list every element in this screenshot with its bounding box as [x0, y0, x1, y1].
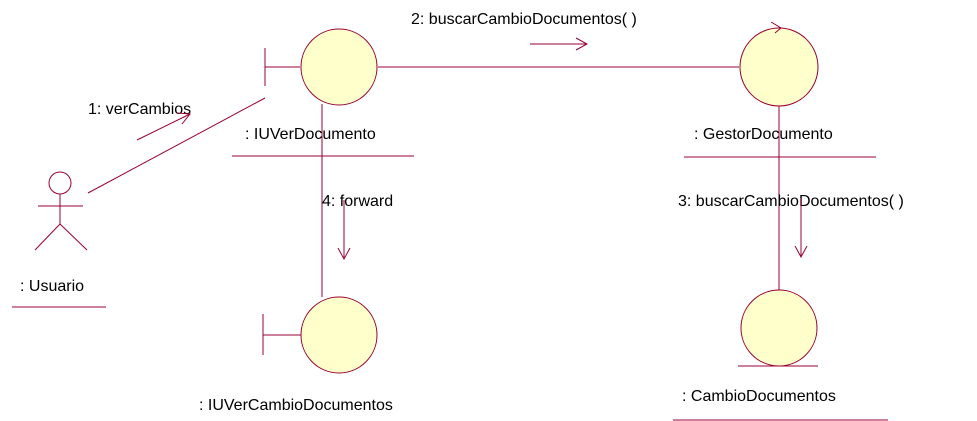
- message-arrowhead-1: [176, 112, 191, 125]
- actor-left-leg: [34, 223, 61, 251]
- control-gestordocumento[interactable]: : GestorDocumento: [684, 21, 876, 158]
- object-label-gestordocumento: : GestorDocumento: [694, 126, 833, 143]
- object-label-usuario: : Usuario: [20, 278, 84, 295]
- message-label-2: 2: buscarCambioDocumentos( ): [411, 11, 637, 28]
- object-label-iuverdocumento: : IUVerDocumento: [245, 126, 376, 143]
- message-label-4: 4: forward: [322, 193, 393, 210]
- message-arrowhead-4: [337, 247, 351, 261]
- object-label-cambiodocumentos: : CambioDocumentos: [682, 388, 836, 405]
- boundary-iuverdocumento[interactable]: : IUVerDocumento: [232, 28, 414, 157]
- control-arrowhead: [770, 21, 782, 34]
- message-arrowhead-3: [794, 245, 808, 259]
- actor-usuario[interactable]: : Usuario: [12, 171, 106, 308]
- boundary-iuvercambiodocumentos[interactable]: : IUVerCambioDocumentos: [199, 296, 393, 414]
- message-label-1: 1: verCambios: [88, 101, 191, 118]
- message-arrowhead-2: [575, 37, 589, 51]
- message-4[interactable]: 4: forward: [322, 193, 393, 261]
- message-3[interactable]: 3: buscarCambioDocumentos( ): [678, 193, 904, 259]
- entity-circle: [740, 289, 818, 367]
- object-label-iuvercambiodocumentos: : IUVerCambioDocumentos: [199, 397, 393, 414]
- actor-head: [48, 171, 72, 195]
- actor-right-leg: [59, 223, 88, 251]
- boundary-circle: [300, 296, 378, 374]
- message-label-3: 3: buscarCambioDocumentos( ): [678, 193, 904, 210]
- boundary-circle: [300, 28, 378, 106]
- message-2[interactable]: 2: buscarCambioDocumentos( ): [411, 11, 637, 51]
- link-usuario-iuverdocumento: [87, 97, 266, 194]
- message-arrow-1: [136, 113, 191, 141]
- message-1[interactable]: 1: verCambios: [88, 101, 191, 141]
- entity-cambiodocumentos[interactable]: : CambioDocumentos: [673, 289, 888, 421]
- control-circle: [739, 27, 819, 107]
